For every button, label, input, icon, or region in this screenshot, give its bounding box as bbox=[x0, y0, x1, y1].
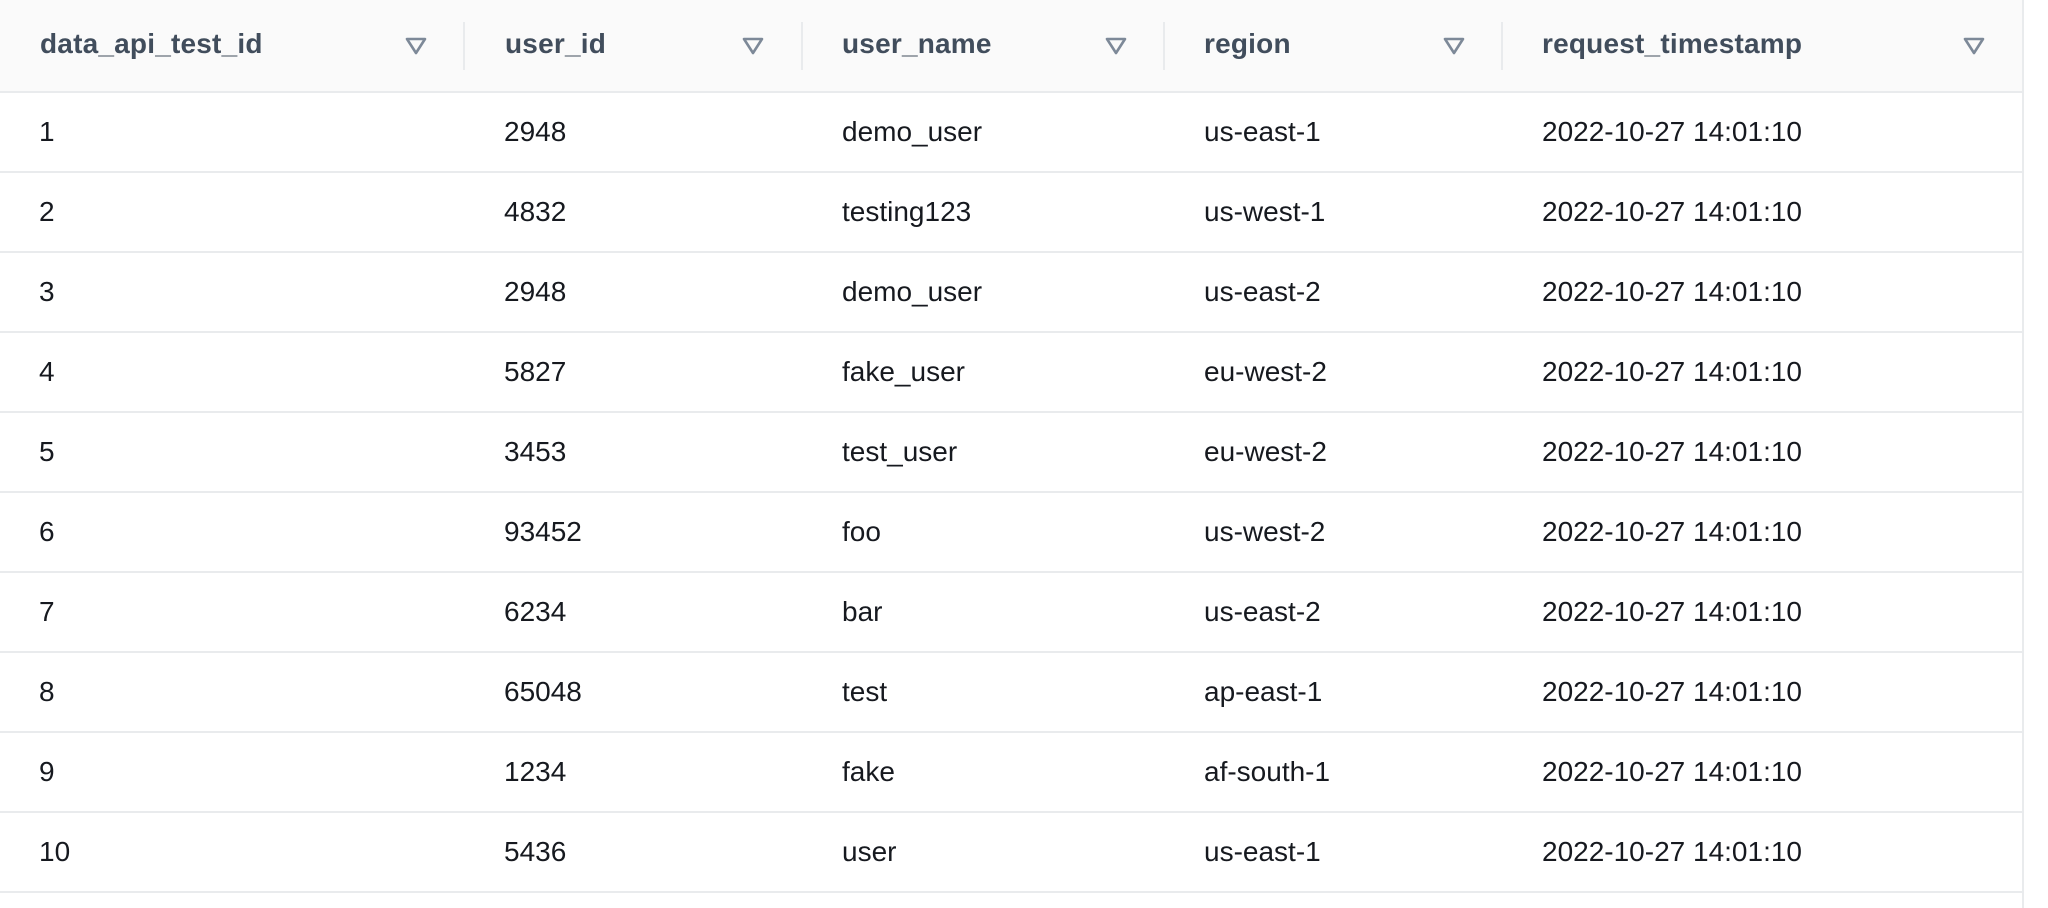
table-row[interactable]: 1 2948 demo_user us-east-1 2022-10-27 14… bbox=[0, 93, 2022, 173]
cell-region: eu-west-2 bbox=[1204, 436, 1327, 467]
cell-data-api-test-id: 7 bbox=[39, 596, 55, 627]
cell-region: us-east-2 bbox=[1204, 596, 1321, 627]
cell-region: us-east-1 bbox=[1204, 116, 1321, 147]
column-header-label: request_timestamp bbox=[1542, 28, 1803, 59]
column-header-label: region bbox=[1204, 28, 1291, 59]
column-header-user-name[interactable]: user_name bbox=[802, 0, 1164, 91]
column-header-request-timestamp[interactable]: request_timestamp bbox=[1502, 0, 2022, 91]
table-row[interactable]: 5 3453 test_user eu-west-2 2022-10-27 14… bbox=[0, 413, 2022, 493]
cell-user-name: test_user bbox=[842, 436, 958, 467]
cell-user-name: bar bbox=[842, 596, 883, 627]
cell-user-name: user bbox=[842, 836, 897, 867]
cell-data-api-test-id: 6 bbox=[39, 516, 55, 547]
cell-user-name: demo_user bbox=[842, 276, 983, 307]
cell-request-timestamp: 2022-10-27 14:01:10 bbox=[1542, 276, 1802, 307]
cell-request-timestamp: 2022-10-27 14:01:10 bbox=[1542, 756, 1802, 787]
cell-data-api-test-id: 9 bbox=[39, 756, 55, 787]
cell-request-timestamp: 2022-10-27 14:01:10 bbox=[1542, 196, 1802, 227]
cell-region: eu-west-2 bbox=[1204, 356, 1327, 387]
table-row[interactable]: 9 1234 fake af-south-1 2022-10-27 14:01:… bbox=[0, 733, 2022, 813]
cell-user-name: demo_user bbox=[842, 116, 983, 147]
cell-request-timestamp: 2022-10-27 14:01:10 bbox=[1542, 676, 1802, 707]
cell-user-name: foo bbox=[842, 516, 881, 547]
cell-region: af-south-1 bbox=[1204, 756, 1331, 787]
column-header-label: user_id bbox=[505, 28, 606, 59]
cell-request-timestamp: 2022-10-27 14:01:10 bbox=[1542, 116, 1802, 147]
column-header-label: data_api_test_id bbox=[40, 28, 263, 59]
cell-user-name: testing123 bbox=[842, 196, 972, 227]
cell-user-id: 4832 bbox=[504, 196, 567, 227]
cell-user-name: fake_user bbox=[842, 356, 965, 387]
cell-user-id: 5436 bbox=[504, 836, 567, 867]
column-resize-handle[interactable] bbox=[1163, 22, 1165, 70]
sort-caret-down-icon[interactable] bbox=[405, 36, 427, 56]
column-resize-handle[interactable] bbox=[1501, 22, 1503, 70]
cell-request-timestamp: 2022-10-27 14:01:10 bbox=[1542, 516, 1802, 547]
sort-caret-down-icon[interactable] bbox=[742, 36, 764, 56]
cell-data-api-test-id: 3 bbox=[39, 276, 55, 307]
cell-region: us-west-1 bbox=[1204, 196, 1326, 227]
cell-request-timestamp: 2022-10-27 14:01:10 bbox=[1542, 356, 1802, 387]
table-row[interactable]: 6 93452 foo us-west-2 2022-10-27 14:01:1… bbox=[0, 493, 2022, 573]
cell-data-api-test-id: 5 bbox=[39, 436, 55, 467]
sort-caret-down-icon[interactable] bbox=[1963, 36, 1985, 56]
cell-request-timestamp: 2022-10-27 14:01:10 bbox=[1542, 836, 1802, 867]
cell-user-name: test bbox=[842, 676, 888, 707]
cell-data-api-test-id: 1 bbox=[39, 116, 55, 147]
cell-user-id: 2948 bbox=[504, 116, 567, 147]
cell-data-api-test-id: 8 bbox=[39, 676, 55, 707]
cell-user-id: 6234 bbox=[504, 596, 567, 627]
table-row[interactable]: 3 2948 demo_user us-east-2 2022-10-27 14… bbox=[0, 253, 2022, 333]
table-header-row: data_api_test_id user_id user_name regio… bbox=[0, 0, 2022, 93]
column-resize-handle[interactable] bbox=[801, 22, 803, 70]
cell-user-id: 5827 bbox=[504, 356, 567, 387]
column-header-region[interactable]: region bbox=[1164, 0, 1502, 91]
cell-region: us-west-2 bbox=[1204, 516, 1326, 547]
cell-data-api-test-id: 10 bbox=[39, 836, 71, 867]
table-row[interactable]: 4 5827 fake_user eu-west-2 2022-10-27 14… bbox=[0, 333, 2022, 413]
cell-user-id: 2948 bbox=[504, 276, 567, 307]
sort-caret-down-icon[interactable] bbox=[1105, 36, 1127, 56]
table-row[interactable]: 2 4832 testing123 us-west-1 2022-10-27 1… bbox=[0, 173, 2022, 253]
column-header-label: user_name bbox=[842, 28, 992, 59]
vertical-scrollbar-track[interactable] bbox=[2022, 0, 2048, 908]
cell-user-id: 1234 bbox=[504, 756, 567, 787]
table-row[interactable]: 8 65048 test ap-east-1 2022-10-27 14:01:… bbox=[0, 653, 2022, 733]
cell-user-name: fake bbox=[842, 756, 895, 787]
cell-region: us-east-1 bbox=[1204, 836, 1321, 867]
cell-user-id: 3453 bbox=[504, 436, 567, 467]
cell-data-api-test-id: 2 bbox=[39, 196, 55, 227]
table-row[interactable]: 7 6234 bar us-east-2 2022-10-27 14:01:10 bbox=[0, 573, 2022, 653]
cell-user-id: 65048 bbox=[504, 676, 582, 707]
cell-request-timestamp: 2022-10-27 14:01:10 bbox=[1542, 596, 1802, 627]
column-resize-handle[interactable] bbox=[463, 22, 465, 70]
cell-region: ap-east-1 bbox=[1204, 676, 1323, 707]
sort-caret-down-icon[interactable] bbox=[1443, 36, 1465, 56]
cell-user-id: 93452 bbox=[504, 516, 582, 547]
column-header-user-id[interactable]: user_id bbox=[465, 0, 802, 91]
cell-data-api-test-id: 4 bbox=[39, 356, 55, 387]
table-row[interactable]: 10 5436 user us-east-1 2022-10-27 14:01:… bbox=[0, 813, 2022, 893]
cell-region: us-east-2 bbox=[1204, 276, 1321, 307]
cell-request-timestamp: 2022-10-27 14:01:10 bbox=[1542, 436, 1802, 467]
column-header-data-api-test-id[interactable]: data_api_test_id bbox=[0, 0, 465, 91]
